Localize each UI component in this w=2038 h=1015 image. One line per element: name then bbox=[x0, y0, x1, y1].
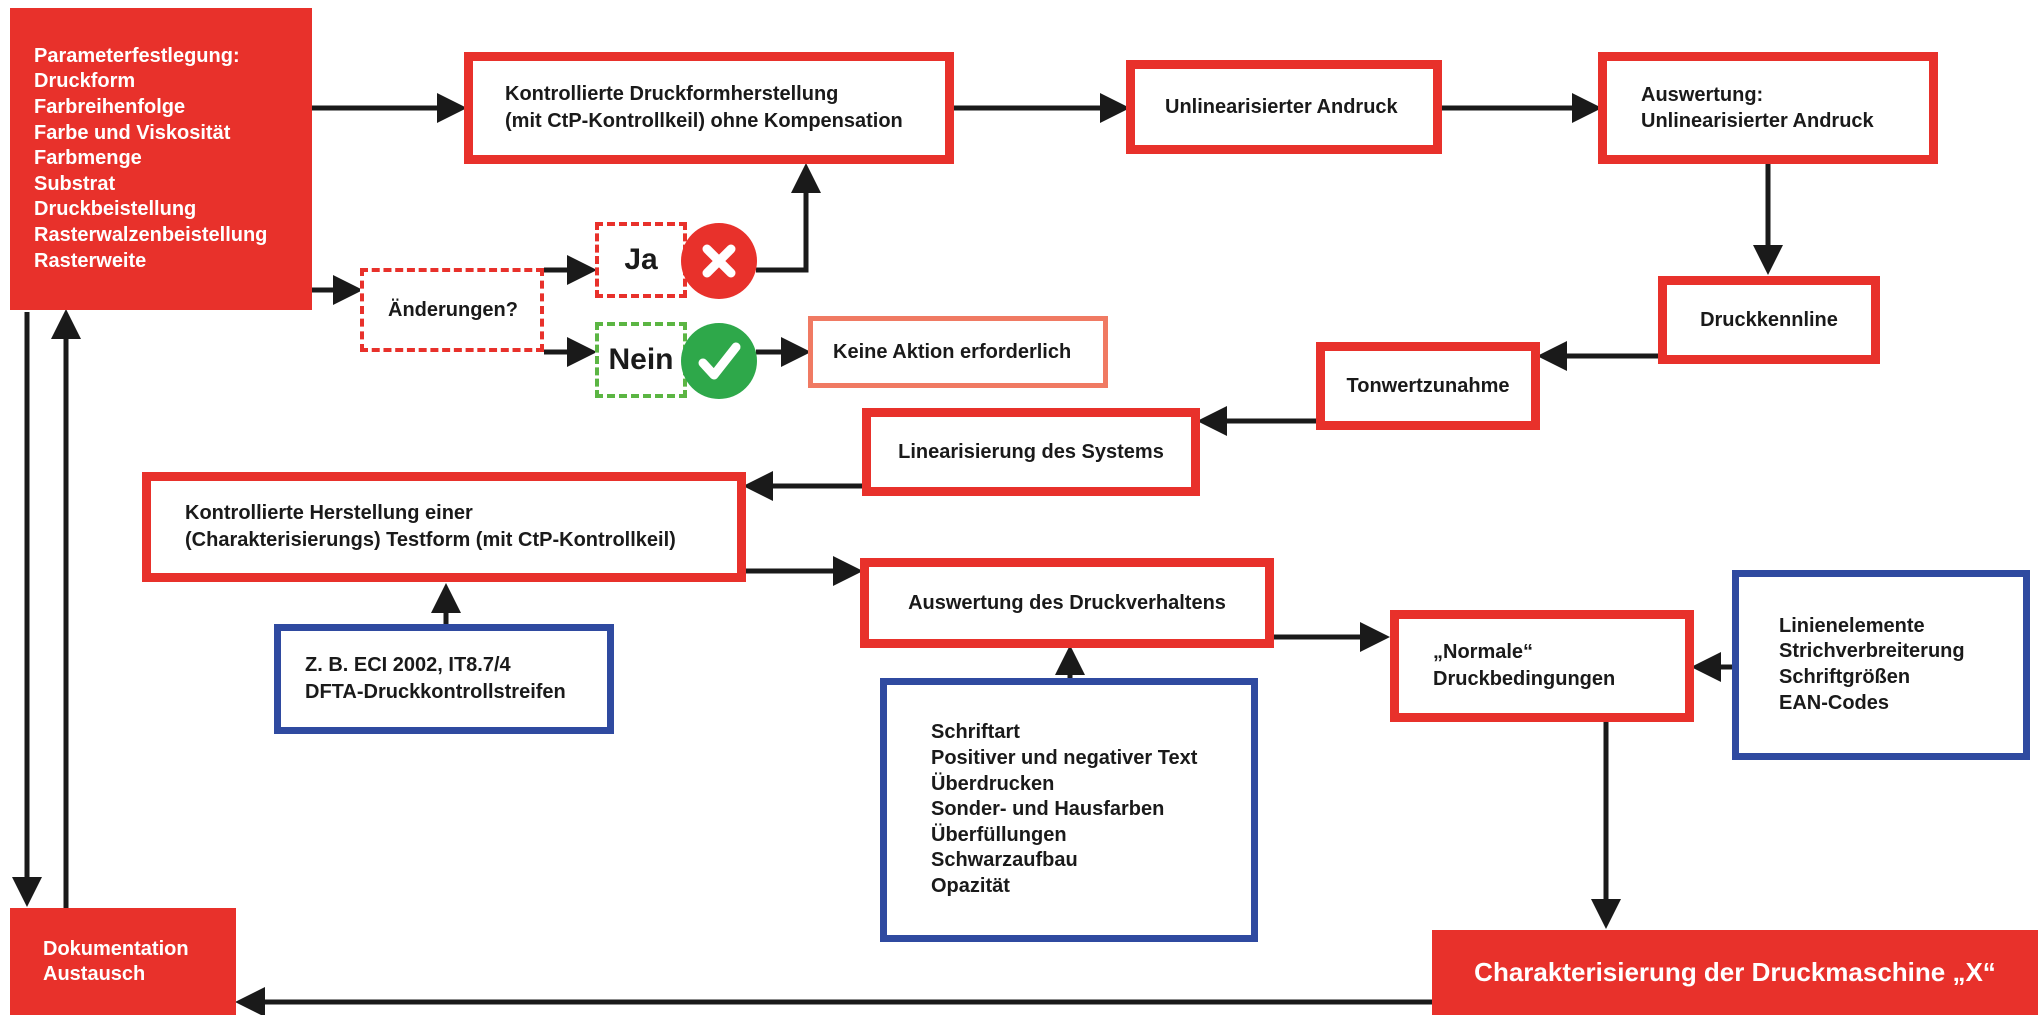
node-auswertung-druckverhalten: Auswertung des Druckverhaltens bbox=[860, 558, 1274, 648]
node-tonwertzunahme: Tonwertzunahme bbox=[1316, 342, 1540, 430]
node-aenderungen: Änderungen? bbox=[360, 268, 544, 352]
node-text: Tonwertzunahme bbox=[1346, 374, 1510, 397]
node-text: Unlinearisierter Andruck bbox=[1165, 95, 1398, 118]
node-normale-druckbedingungen: „Normale“ Druckbedingungen bbox=[1390, 610, 1694, 722]
node-unlinearisierter-andruck: Unlinearisierter Andruck bbox=[1126, 60, 1442, 154]
node-text: Positiver und negativer Text bbox=[931, 747, 1198, 770]
node-text: Charakterisierung der Druckmaschine „X“ bbox=[1474, 957, 1996, 987]
node-text: „Normale“ bbox=[1433, 641, 1534, 663]
node-text: Nein bbox=[608, 343, 674, 376]
node-druckkennlinie: Druckkennline bbox=[1658, 276, 1880, 364]
node-text: Farbmenge bbox=[34, 147, 142, 170]
node-text: Kontrollierte Herstellung einer bbox=[185, 502, 473, 524]
node-text: Auswertung: bbox=[1641, 84, 1764, 106]
node-text: Druckbeistellung bbox=[34, 198, 197, 221]
node-linearisierung: Linearisierung des Systems bbox=[862, 408, 1200, 496]
node-text: Linearisierung des Systems bbox=[898, 440, 1164, 463]
node-text: Schriftgrößen bbox=[1779, 666, 1911, 688]
node-text: Auswertung des Druckverhaltens bbox=[908, 591, 1226, 614]
node-text: Opazität bbox=[931, 874, 1010, 897]
node-ja: Ja bbox=[595, 222, 687, 298]
node-linien-merkmale: Linienelemente Strichverbreiterung Schri… bbox=[1732, 570, 2030, 760]
node-text: Keine Aktion erforderlich bbox=[833, 340, 1072, 363]
node-parameterfestlegung: Parameterfestlegung: Druckform Farbreihe… bbox=[10, 8, 312, 310]
node-text: Druckform bbox=[34, 70, 136, 93]
node-text: (mit CtP-Kontrollkeil) ohne Kompensation bbox=[505, 110, 903, 132]
node-dokumentation: Dokumentation Austausch bbox=[10, 908, 236, 1015]
node-text: Unlinearisierter Andruck bbox=[1641, 110, 1874, 132]
node-text: DFTA-Druckkontrollstreifen bbox=[305, 681, 566, 703]
node-text: Parameterfestlegung: bbox=[34, 44, 240, 67]
node-eci-referenz: Z. B. ECI 2002, IT8.7/4 DFTA-Druckkontro… bbox=[274, 624, 614, 734]
node-charakterisierung: Charakterisierung der Druckmaschine „X“ bbox=[1432, 930, 2038, 1015]
node-text: Druckkennline bbox=[1700, 308, 1838, 331]
node-auswertung-andruck: Auswertung: Unlinearisierter Andruck bbox=[1598, 52, 1938, 164]
node-text: Farbe und Viskosität bbox=[34, 121, 231, 144]
node-text: Farbreihenfolge bbox=[34, 96, 186, 119]
node-text: Sonder- und Hausfarben bbox=[931, 798, 1165, 821]
node-text: Strichverbreiterung bbox=[1779, 640, 1965, 663]
node-text: Austausch bbox=[43, 962, 146, 985]
arrow-ja-to-druckform bbox=[756, 163, 821, 273]
node-text: EAN-Codes bbox=[1779, 691, 1890, 714]
node-text: Schwarzaufbau bbox=[931, 849, 1078, 872]
node-text: Linienelemente bbox=[1779, 614, 1925, 637]
node-text: Rasterweite bbox=[34, 249, 147, 272]
checkmark-icon bbox=[681, 323, 757, 399]
node-nein: Nein bbox=[595, 322, 687, 398]
node-text: Dokumentation bbox=[43, 937, 189, 960]
node-druckformherstellung: Kontrollierte Druckformherstellung (mit … bbox=[464, 52, 954, 164]
node-text: Kontrollierte Druckformherstellung bbox=[505, 83, 839, 105]
node-text: Ja bbox=[624, 243, 658, 276]
node-text: Z. B. ECI 2002, IT8.7/4 bbox=[305, 654, 511, 676]
x-mark-icon bbox=[681, 223, 757, 299]
node-text: Druckbedingungen bbox=[1433, 668, 1616, 690]
node-text: Überdrucken bbox=[931, 772, 1055, 795]
node-testform: Kontrollierte Herstellung einer (Charakt… bbox=[142, 472, 746, 582]
node-schrift-merkmale: Schriftart Positiver und negativer Text … bbox=[880, 678, 1258, 942]
node-keine-aktion: Keine Aktion erforderlich bbox=[808, 316, 1108, 388]
node-text: Überfüllungen bbox=[931, 823, 1067, 846]
node-text: Rasterwalzenbeistellung bbox=[34, 223, 268, 246]
node-text: Schriftart bbox=[931, 721, 1020, 744]
node-text: Änderungen? bbox=[388, 298, 518, 321]
node-text: (Charakterisierungs) Testform (mit CtP-K… bbox=[185, 529, 676, 551]
node-text: Substrat bbox=[34, 172, 116, 195]
